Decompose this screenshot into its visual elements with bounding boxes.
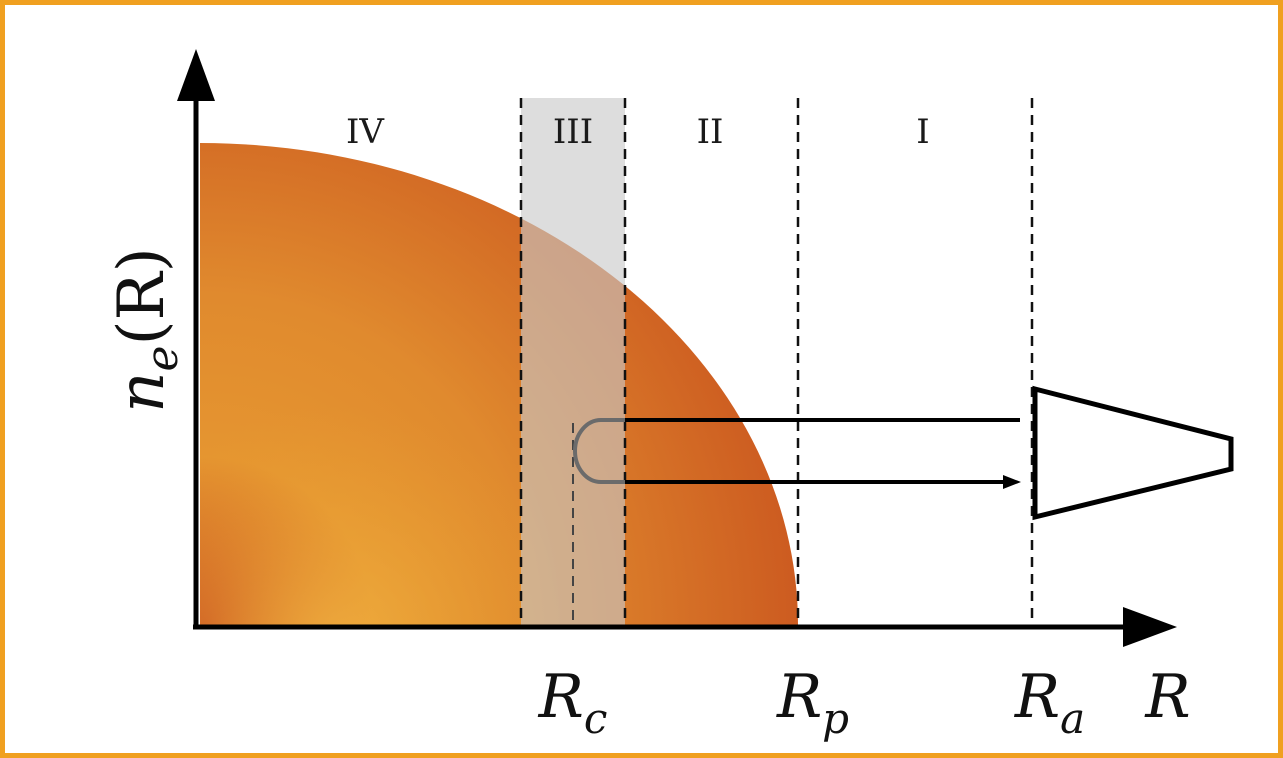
label-rc: Rc [538,662,608,743]
plasma-core-glow [200,345,560,625]
region-label-iii: III [553,112,593,152]
plasma-profile-diagram: IV III II I ne(R) Rc Rp Ra R [105,49,1234,743]
region-iii-shading [521,98,625,625]
region-label-ii: II [697,112,724,152]
svg-text:ne(R): ne(R) [105,247,188,412]
region-label-i: I [916,112,929,152]
label-ra: Ra [1014,662,1085,743]
antenna-horn [1032,385,1234,521]
ray-turning-loop [573,418,625,484]
x-axis-label: R [1144,662,1190,732]
x-axis-arrowhead [1123,607,1177,647]
y-axis-arrowhead [177,49,215,101]
label-rp: Rp [776,662,849,743]
region-label-iv: IV [346,112,385,152]
reflected-ray-arrowhead [1003,475,1021,489]
y-axis-label: ne(R) [105,247,188,412]
